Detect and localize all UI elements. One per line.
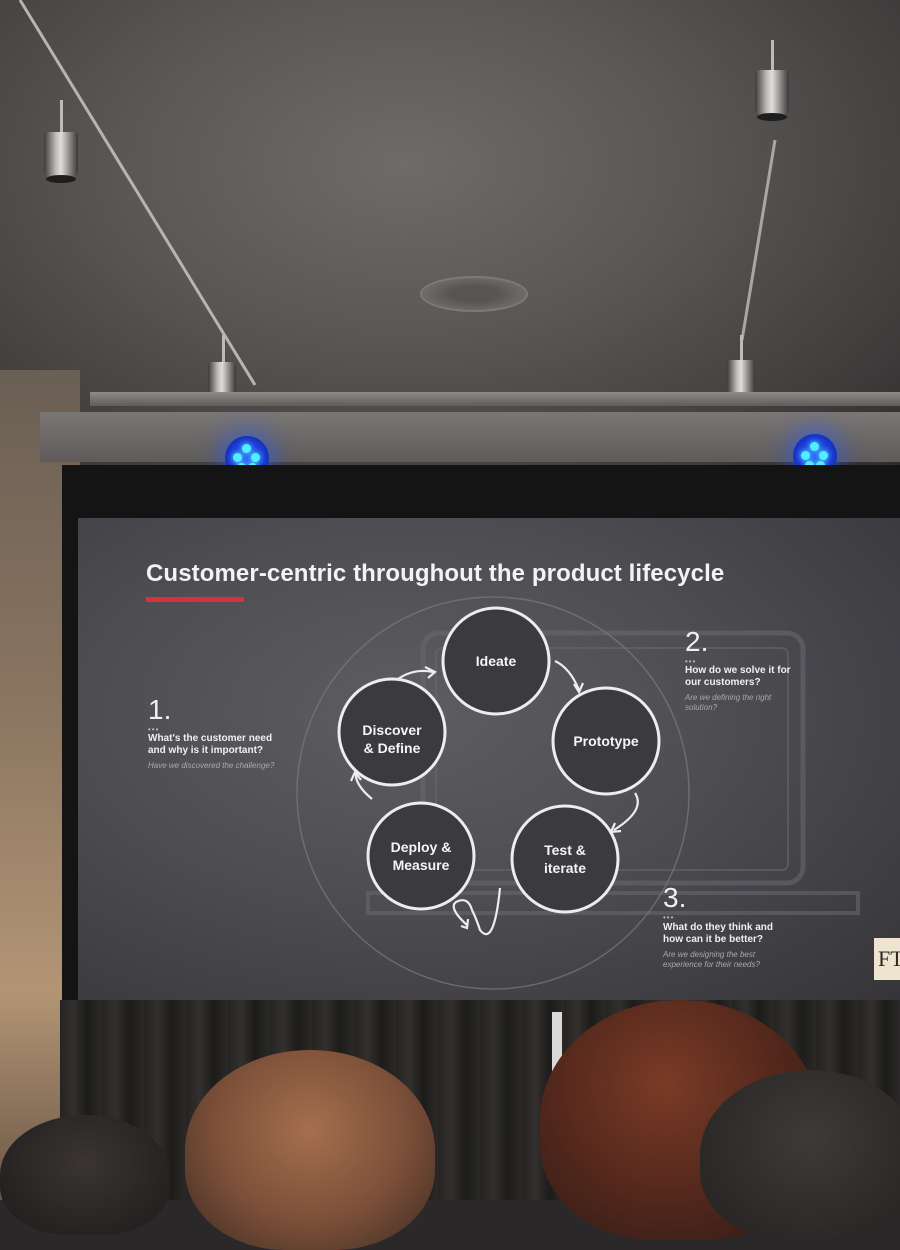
step-1-dots: ••• (148, 725, 160, 734)
node-label-deploy-measure: Deploy & Measure (390, 839, 452, 873)
spotlight (755, 70, 789, 121)
node-test-iterate (510, 804, 620, 914)
ft-logo: FT (874, 938, 900, 980)
step-3-number: 3. (663, 882, 687, 913)
spotlight-stem (771, 40, 774, 74)
spotlight-stem (740, 335, 743, 363)
step-2-subtext: Are we defining the right solution? (685, 693, 772, 712)
node-label-prototype: Prototype (573, 733, 639, 749)
node-prototype (551, 686, 661, 796)
spotlight (44, 132, 78, 183)
step-2-question: How do we solve it for our customers? (685, 665, 791, 688)
node-label-test-iterate: Test & iterate (543, 842, 587, 876)
title-accent-bar (146, 597, 244, 602)
audience-head (0, 1115, 170, 1235)
node-label-ideate: Ideate (475, 653, 517, 669)
slide-title: Customer-centric throughout the product … (146, 560, 725, 587)
step-2-dots: ••• (685, 657, 697, 666)
audience-head (700, 1070, 900, 1240)
outer-ring (296, 596, 690, 990)
ceiling-vent (420, 276, 528, 312)
ceiling-beam (40, 412, 900, 462)
spotlight-stem (222, 335, 225, 365)
node-discover-define (337, 677, 447, 787)
node-label-discover-define: Discover & Define (362, 722, 422, 756)
step-3-subtext: Are we designing the best experience for… (663, 950, 760, 969)
step-1-question: What's the customer need and why is it i… (148, 733, 273, 756)
ceiling-rail (90, 392, 900, 406)
node-ideate (441, 606, 551, 716)
audience-head (185, 1050, 435, 1250)
node-deploy-measure (366, 801, 476, 911)
ceiling-track (18, 0, 777, 386)
step-1-number: 1. (148, 694, 172, 725)
step-2-number: 2. (685, 626, 709, 657)
cycle-arrows (349, 660, 639, 936)
step-1-subtext: Have we discovered the challenge? (148, 761, 275, 770)
spotlight-stem (60, 100, 63, 136)
step-3-question: What do they think and how can it be bet… (663, 922, 773, 945)
lifecycle-diagram (296, 596, 860, 990)
presentation-slide: Customer-centric throughout the product … (78, 518, 900, 1006)
step-3-dots: ••• (663, 913, 675, 922)
